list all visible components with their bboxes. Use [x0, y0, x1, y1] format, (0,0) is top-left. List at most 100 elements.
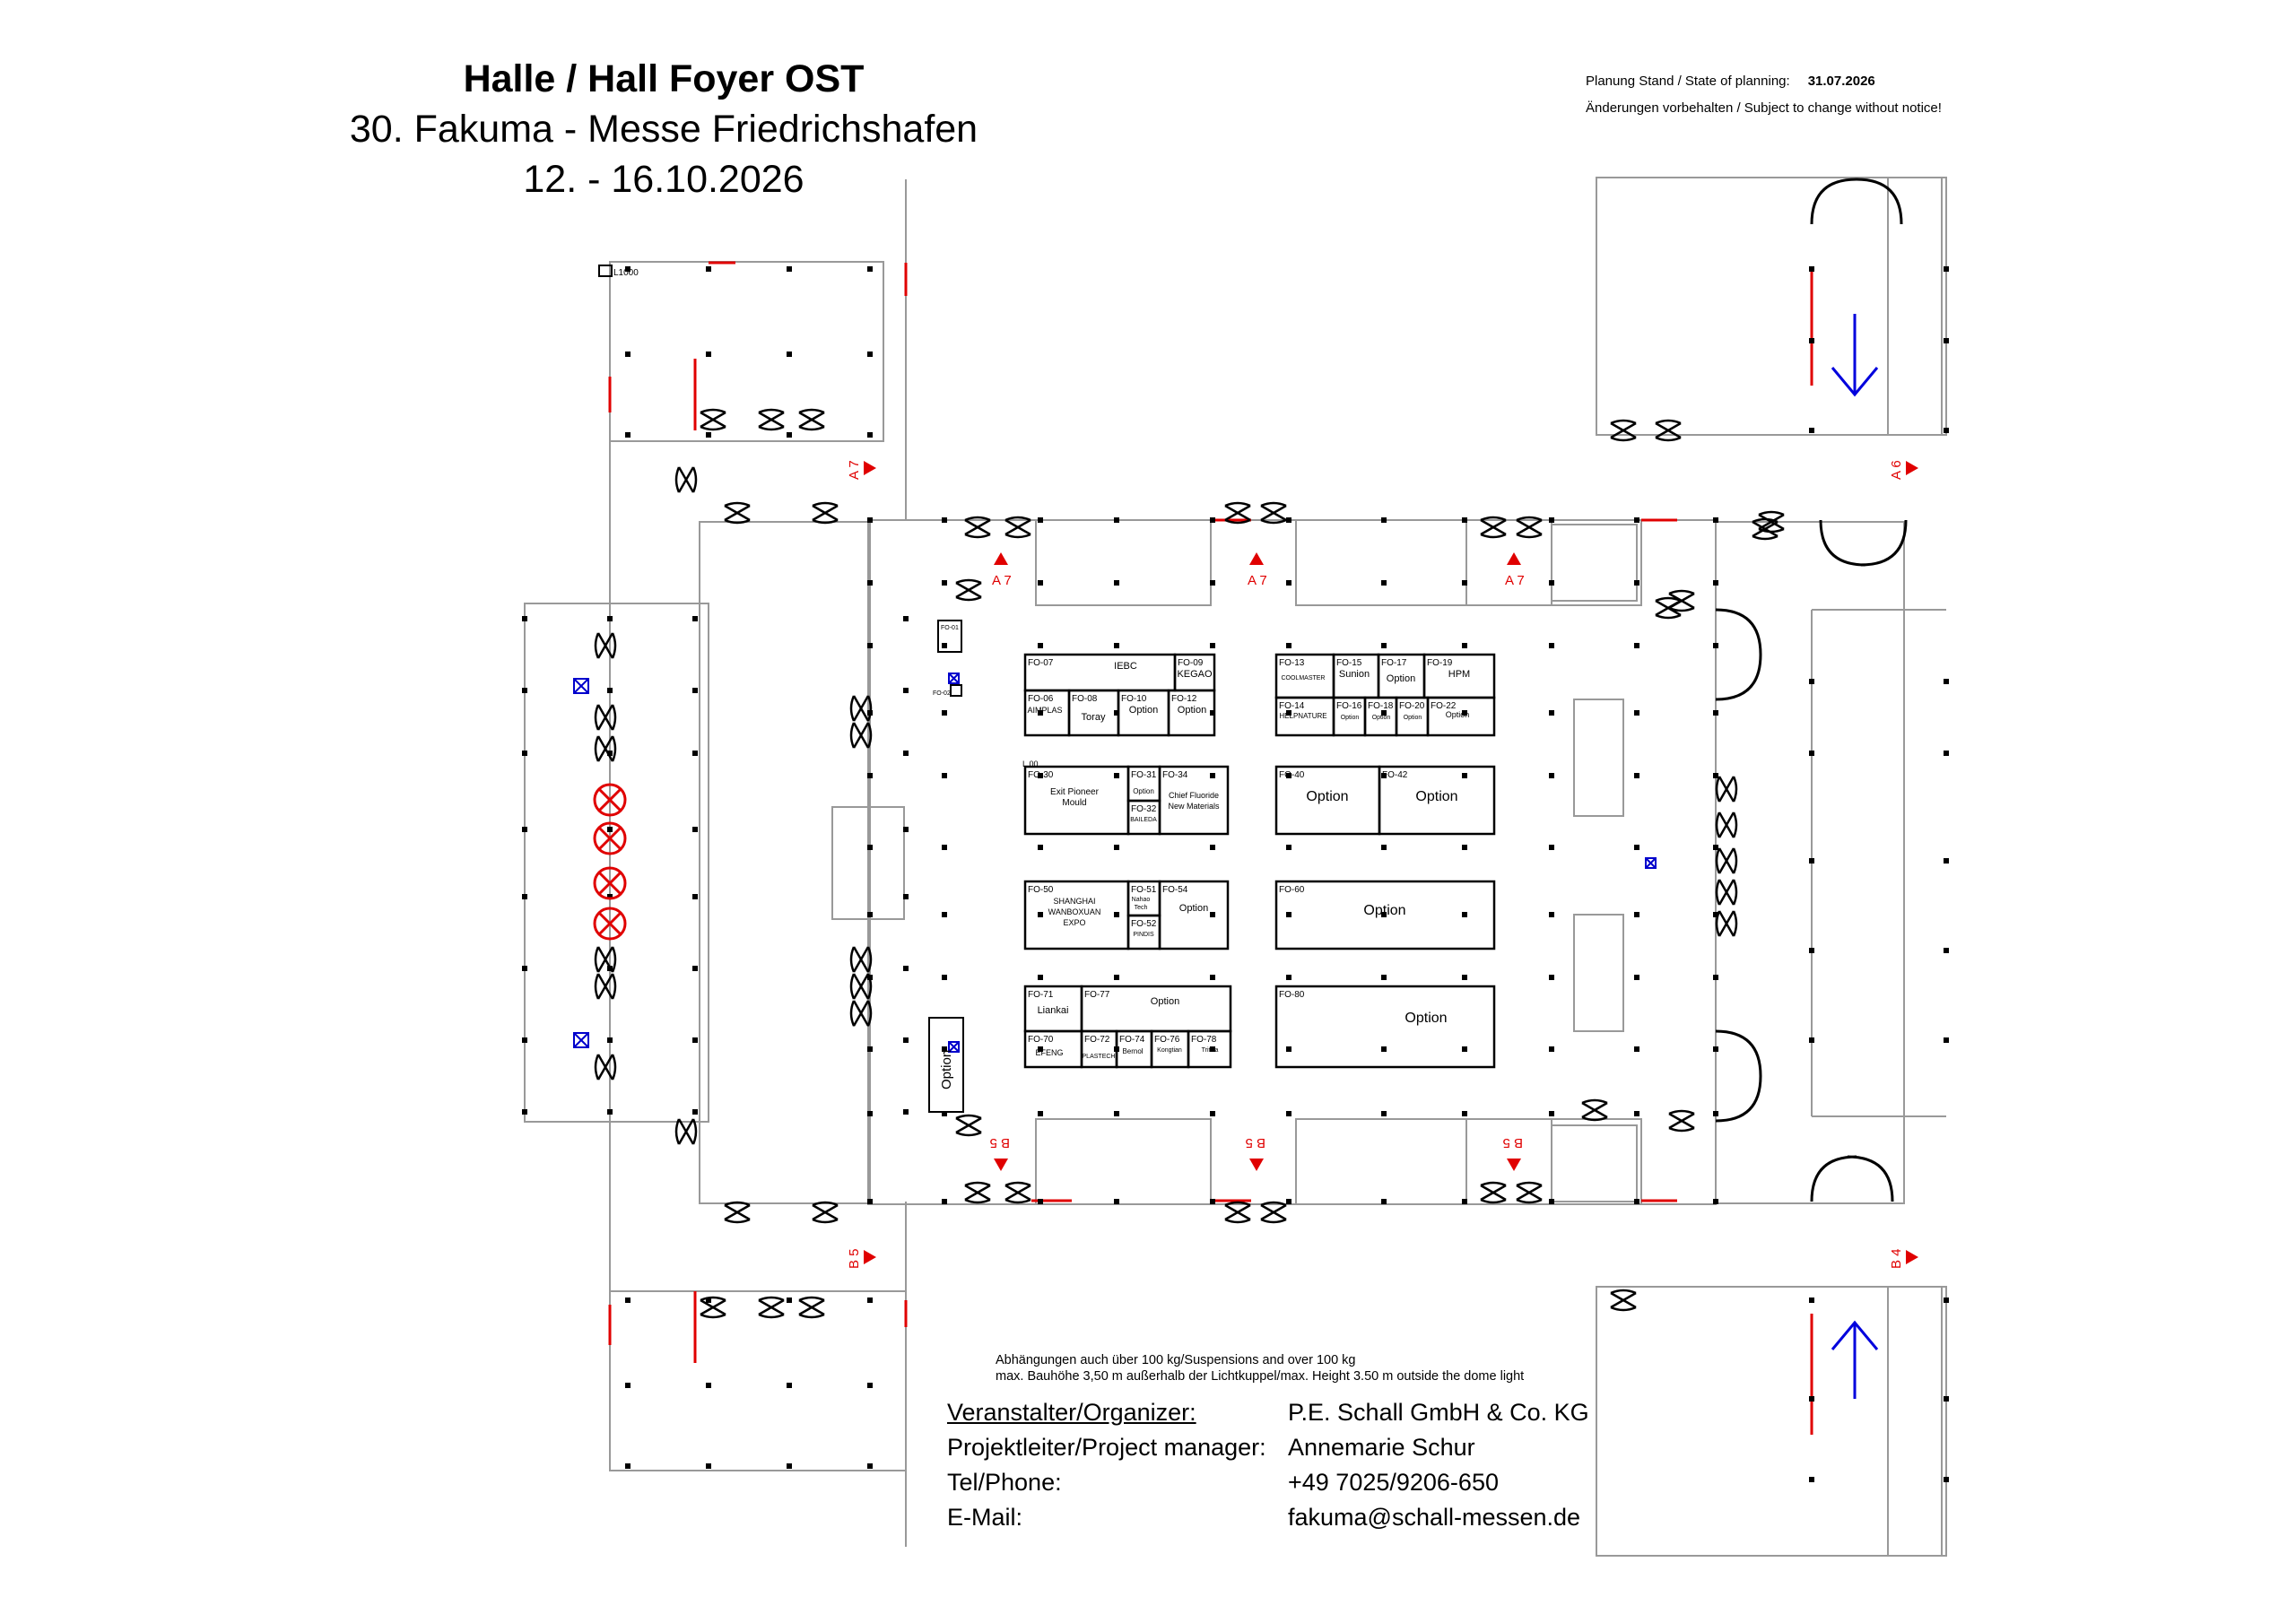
column-marker — [1210, 517, 1215, 523]
column-marker — [1713, 517, 1718, 523]
column-marker — [787, 1298, 792, 1303]
column-marker — [1809, 751, 1814, 756]
column-marker — [522, 688, 527, 693]
column-marker — [1809, 1396, 1814, 1402]
column-marker — [1549, 643, 1554, 648]
door-se — [1810, 1155, 1894, 1202]
column-marker — [1381, 1046, 1387, 1052]
stand-fo12[interactable] — [1167, 689, 1216, 737]
column-marker — [1114, 710, 1119, 716]
stand-name: SHANGHAI — [1053, 897, 1095, 906]
stand-id: FO-10 — [1121, 694, 1147, 704]
exhibitor-stands — [1023, 653, 1496, 1069]
top-room-4 — [1551, 519, 1642, 606]
stand-name: Option — [1387, 673, 1415, 684]
column-marker — [1634, 1046, 1639, 1052]
column-marker — [1809, 858, 1814, 864]
email-value[interactable]: fakuma@schall-messen.de — [1288, 1504, 1581, 1531]
stand-fo78[interactable] — [1187, 1029, 1232, 1069]
stand-id: FO-07 — [1028, 658, 1054, 668]
stand-name: Mould — [1062, 798, 1086, 808]
door-swing-icon — [758, 1296, 785, 1319]
fire-extinguisher-icon — [948, 673, 960, 684]
stand-id: FO-78 — [1191, 1035, 1217, 1045]
column-marker — [1944, 751, 1949, 756]
stand-fo80[interactable] — [1274, 985, 1496, 1069]
gate-label: A 7 — [992, 573, 1012, 588]
building-walls — [524, 177, 1947, 1557]
door-swing-icon — [1260, 501, 1287, 525]
se-side-room — [1887, 1286, 1947, 1557]
gate-label: A 7 — [847, 460, 862, 480]
column-marker — [692, 894, 698, 899]
arrow-up-icon — [1831, 1320, 1879, 1399]
organizer-label: Veranstalter/Organizer: — [947, 1399, 1196, 1426]
stand-fo42[interactable] — [1378, 765, 1496, 836]
ne-stair — [1551, 524, 1638, 602]
door-swing-icon — [1260, 1201, 1287, 1224]
door-swing-icon — [849, 695, 873, 722]
column-marker — [1944, 679, 1949, 684]
stand-name: KEGAO — [1177, 669, 1213, 680]
suspension-notes: Abhängungen auch über 100 kg/Suspensions… — [996, 1352, 1524, 1384]
column-marker — [607, 1109, 613, 1115]
stand-fo34[interactable] — [1158, 765, 1230, 836]
door-swing-icon — [964, 516, 991, 539]
column-marker — [1462, 773, 1467, 778]
manager-label: Projektleiter/Project manager: — [947, 1434, 1266, 1461]
column-marker — [522, 966, 527, 971]
column-marker — [692, 751, 698, 756]
gate-label: A 7 — [1248, 573, 1267, 588]
door-swing-icon — [798, 1296, 825, 1319]
door-swing-icon — [1004, 1181, 1031, 1204]
column-marker — [1462, 1046, 1467, 1052]
stand-id: FO-22 — [1431, 701, 1457, 711]
red-circle-cross-icon — [597, 911, 622, 936]
fo01-label: FO-01 — [941, 625, 959, 631]
stand-fo54[interactable] — [1158, 880, 1230, 950]
door-ne — [1819, 519, 1908, 567]
column-marker — [787, 266, 792, 272]
column-marker — [1713, 1199, 1718, 1204]
column-marker — [942, 517, 947, 523]
center-pillar-box — [831, 806, 905, 920]
column-marker — [1210, 773, 1215, 778]
gate-markers — [864, 461, 1918, 1264]
fire-extinguisher-icon — [1645, 857, 1657, 869]
column-marker — [1944, 1037, 1949, 1043]
stand-block-2 — [1274, 653, 1496, 737]
column-marker — [692, 1037, 698, 1043]
stand-id: FO-17 — [1381, 658, 1407, 668]
column-marker — [1286, 845, 1292, 850]
column-marker — [787, 352, 792, 357]
fire-equipment — [573, 673, 1657, 1053]
column-marker — [1210, 643, 1215, 648]
column-marker — [607, 1037, 613, 1043]
stand-id: FO-18 — [1368, 701, 1394, 711]
stand-fo22[interactable] — [1426, 696, 1496, 737]
column-marker — [1713, 912, 1718, 917]
column-marker — [1038, 975, 1043, 980]
stand-name: Option — [1178, 705, 1206, 716]
door-swing-icon — [1715, 812, 1738, 838]
column-marker — [1809, 428, 1814, 433]
top-room-2 — [1295, 519, 1467, 606]
column-marker — [1210, 1199, 1215, 1204]
stand-fo60[interactable] — [1274, 880, 1496, 950]
phone-value[interactable]: +49 7025/9206-650 — [1288, 1469, 1499, 1496]
column-marker — [1038, 1199, 1043, 1204]
column-marker — [607, 688, 613, 693]
column-marker — [1114, 912, 1119, 917]
column-marker — [1286, 580, 1292, 586]
column-marker — [1944, 1396, 1949, 1402]
fire-extinguisher-icon — [573, 678, 589, 694]
stand-name: Exit Pioneer — [1050, 787, 1100, 797]
column-marker — [522, 1109, 527, 1115]
column-marker — [867, 1463, 873, 1469]
column-marker — [1549, 912, 1554, 917]
column-marker — [1286, 1199, 1292, 1204]
stand-name: AIMPLAS — [1027, 706, 1062, 715]
contact-row: E-Mail: fakuma@schall-messen.de — [947, 1500, 1589, 1535]
door-swing-icon — [724, 501, 751, 525]
contact-row: Veranstalter/Organizer: P.E. Schall GmbH… — [947, 1395, 1589, 1430]
